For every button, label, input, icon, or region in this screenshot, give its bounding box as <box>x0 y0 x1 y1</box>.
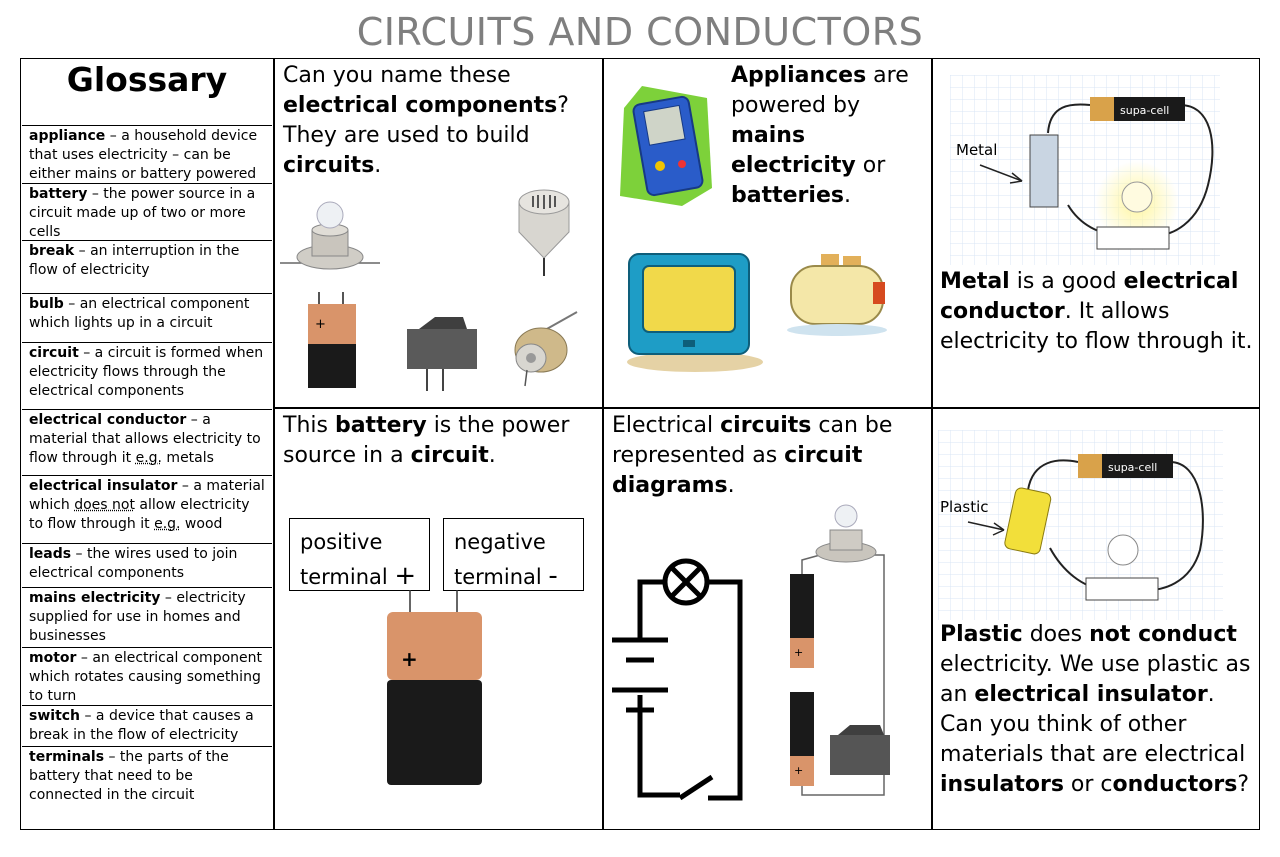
glossary-entry-electrical-conductor: electrical conductor – a material that a… <box>22 409 272 475</box>
appliances-prompt: Appliances are powered by mains electric… <box>731 63 909 208</box>
glossary-entry-battery: battery – the power source in a circuit … <box>22 183 272 240</box>
grid-divider <box>602 58 604 830</box>
metal-label: Metal <box>956 141 997 159</box>
glossary-definition: – an electrical component which rotates … <box>29 650 262 704</box>
glossary-term: electrical conductor <box>29 412 187 428</box>
glossary-entry-mains-electricity: mains electricity – electricity supplied… <box>22 587 272 647</box>
television-illustration <box>627 253 763 372</box>
battery-plus-mark: + <box>401 647 418 671</box>
page-title: CIRCUITS AND CONDUCTORS <box>356 10 924 54</box>
plastic-label: Plastic <box>940 498 989 516</box>
bulb-holder-illustration <box>280 201 380 270</box>
motor-illustration <box>514 311 578 387</box>
glossary-term: electrical insulator <box>29 478 178 494</box>
glossary-definition: allow electricity to flow through it <box>29 497 250 532</box>
glossary-definition: – the wires used to join electrical comp… <box>29 546 238 581</box>
switch-illustration <box>407 317 477 391</box>
glossary-entry-bulb: bulb – an electrical component which lig… <box>22 293 272 342</box>
glossary-term: leads <box>29 546 72 562</box>
glossary-entry-terminals: terminals – the parts of the battery tha… <box>22 746 272 829</box>
glossary-definition: – an electrical component which lights u… <box>29 296 250 331</box>
diagrams-prompt: Electrical circuits can be represented a… <box>612 413 893 498</box>
glossary-definition: – electricity supplied for use in homes … <box>29 590 246 644</box>
cell-plus-mark: + <box>794 646 803 659</box>
glossary-title: Glossary <box>66 60 228 99</box>
grid-divider <box>931 58 933 830</box>
glossary-entry-electrical-insulator: electrical insulator – a material which … <box>22 475 272 543</box>
buzzer-illustration <box>518 189 570 276</box>
glossary-definition: wood <box>180 516 223 532</box>
glossary-definition: – a device that causes a break in the fl… <box>29 708 254 743</box>
positive-sign: + <box>394 561 417 591</box>
glossary-term: battery <box>29 186 88 202</box>
toaster-illustration <box>787 254 887 336</box>
glossary-definition: metals <box>161 450 214 466</box>
handheld-game-illustration <box>620 86 712 206</box>
worksheet-grid <box>20 58 1260 830</box>
glossary-definition: – the power source in a circuit made up … <box>29 186 256 240</box>
battery-brand: supa-cell <box>1120 104 1169 117</box>
glossary-abbrev: e.g. <box>154 516 181 532</box>
glossary-term: bulb <box>29 296 64 312</box>
glossary-term: switch <box>29 708 81 724</box>
small-battery-illustration: + <box>308 292 356 388</box>
negative-sign: - <box>548 561 558 591</box>
components-prompt: Can you name these electrical components… <box>283 63 569 178</box>
grid-divider <box>273 58 275 830</box>
battery-brand: supa-cell <box>1108 461 1157 474</box>
circuit-symbol-diagram <box>612 558 743 801</box>
glossary-definition: – an interruption in the flow of electri… <box>29 243 240 278</box>
grid-divider <box>273 407 1260 409</box>
negative-terminal-label: negative terminal - <box>443 518 584 591</box>
plastic-circuit-diagram: supa-cell Plastic <box>938 430 1223 620</box>
glossary-term: break <box>29 243 75 259</box>
glossary-emphasis: does not <box>74 497 135 513</box>
battery-prompt: This battery is the power source in a ci… <box>283 413 570 468</box>
glossary-term: motor <box>29 650 77 666</box>
positive-terminal-label: positive terminal + <box>289 518 430 591</box>
glossary-term: circuit <box>29 345 79 361</box>
glossary-term: appliance <box>29 128 106 144</box>
glossary-entry-switch: switch – a device that causes a break in… <box>22 705 272 746</box>
large-battery-illustration: + <box>387 590 482 785</box>
glossary-definition: – a household device that uses electrici… <box>29 128 258 182</box>
metal-circuit-diagram: supa-cell Metal <box>950 75 1220 265</box>
cell-plus-mark: + <box>794 764 803 777</box>
glossary-entry-circuit: circuit – a circuit is formed when elect… <box>22 342 272 409</box>
glossary-abbrev: e.g. <box>135 450 162 466</box>
glossary-definition: – a material which <box>29 478 265 513</box>
glossary-term: mains electricity <box>29 590 161 606</box>
glossary-entry-break: break – an interruption in the flow of e… <box>22 240 272 293</box>
circuit-photo-illustration: + + <box>790 504 890 796</box>
glossary-definition: – a material that allows electricity to … <box>29 412 261 466</box>
battery-plus-mark: + <box>315 317 326 332</box>
glossary-term: terminals <box>29 749 105 765</box>
glossary-definition: – the parts of the battery that need to … <box>29 749 229 803</box>
glossary-definition: – a circuit is formed when electricity f… <box>29 345 264 399</box>
glossary-entry-motor: motor – an electrical component which ro… <box>22 647 272 705</box>
glossary-entry-appliance: appliance – a household device that uses… <box>22 125 272 183</box>
plastic-explanation: Plastic does not conduct electricity. We… <box>940 622 1251 797</box>
metal-explanation: Metal is a good electrical conductor. It… <box>940 269 1253 354</box>
glossary-entry-leads: leads – the wires used to join electrica… <box>22 543 272 587</box>
